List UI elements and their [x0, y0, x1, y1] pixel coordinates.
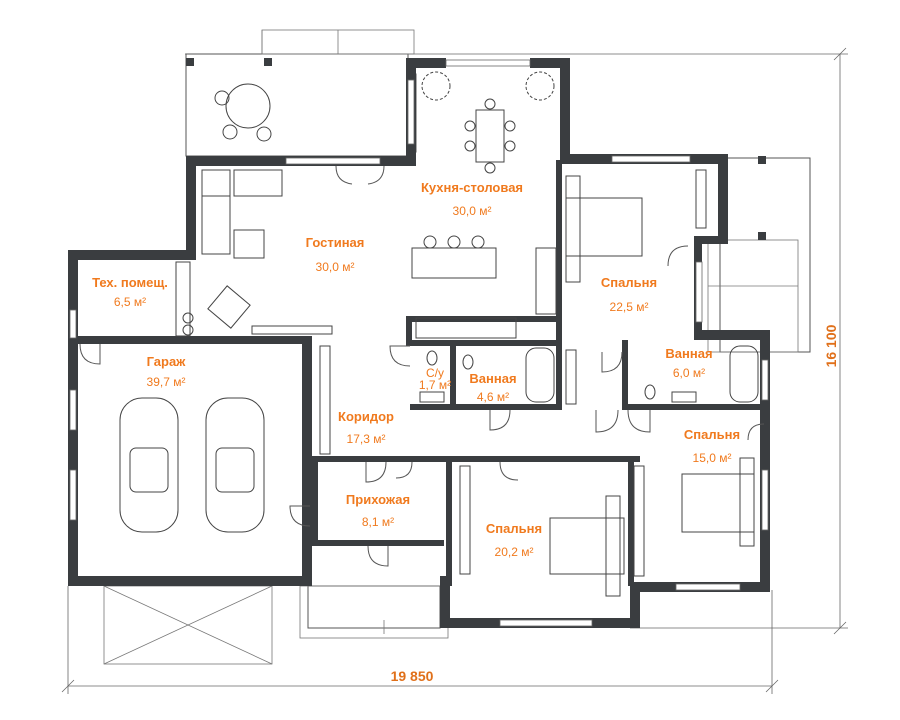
dining-table-icon [464, 98, 516, 174]
bathtub-icon [525, 345, 759, 403]
room-bedroom1-area: 22,5 м² [610, 300, 649, 314]
width-dimension: 19 850 [391, 668, 434, 684]
entrance-porch [299, 585, 449, 639]
room-bedroom3-area: 20,2 м² [495, 545, 534, 559]
windows [69, 59, 769, 627]
bed-icon [549, 175, 755, 597]
room-bath2-area: 6,0 м² [673, 366, 705, 380]
room-tech-area: 6,5 м² [114, 295, 146, 309]
kitchen-island [411, 235, 557, 339]
room-corridor-area: 17,3 м² [347, 432, 386, 446]
room-corridor-name: Коридор [338, 409, 394, 424]
driveway [103, 585, 273, 665]
room-living-area: 30,0 м² [316, 260, 355, 274]
room-bath1-area: 4,6 м² [477, 390, 509, 404]
car-icon [119, 397, 265, 533]
walls [68, 58, 770, 628]
room-kitchen-area: 30,0 м² [453, 204, 492, 218]
height-dimension: 16 100 [823, 324, 839, 367]
room-bath2-name: Ванная [665, 346, 712, 361]
room-kitchen-name: Кухня-столовая [421, 180, 523, 195]
round-table-icon [214, 83, 272, 142]
room-bath1-name: Ванная [469, 371, 516, 386]
room-bedroom1-name: Спальня [601, 275, 657, 290]
room-labels: Тех. помещ. 6,5 м² Гараж 39,7 м² Гостина… [92, 180, 740, 559]
room-living-name: Гостиная [306, 235, 365, 250]
room-garage-name: Гараж [147, 354, 187, 369]
room-hall-area: 8,1 м² [362, 515, 394, 529]
plant-icon [421, 71, 555, 101]
room-tech-name: Тех. помещ. [92, 275, 168, 290]
room-garage-area: 39,7 м² [147, 375, 186, 389]
terrace-top [185, 29, 417, 157]
room-bedroom2-name: Спальня [684, 427, 740, 442]
living-furniture [175, 169, 333, 337]
room-bedroom2-area: 15,0 м² [693, 451, 732, 465]
toilet-icon [419, 350, 697, 403]
doors [79, 165, 765, 567]
room-bedroom3-name: Спальня [486, 521, 542, 536]
room-wc-area: 1,7 м² [419, 378, 451, 392]
wardrobe-icon [319, 169, 707, 577]
room-wc-name: С/у [426, 366, 444, 380]
room-hall-name: Прихожая [346, 492, 410, 507]
